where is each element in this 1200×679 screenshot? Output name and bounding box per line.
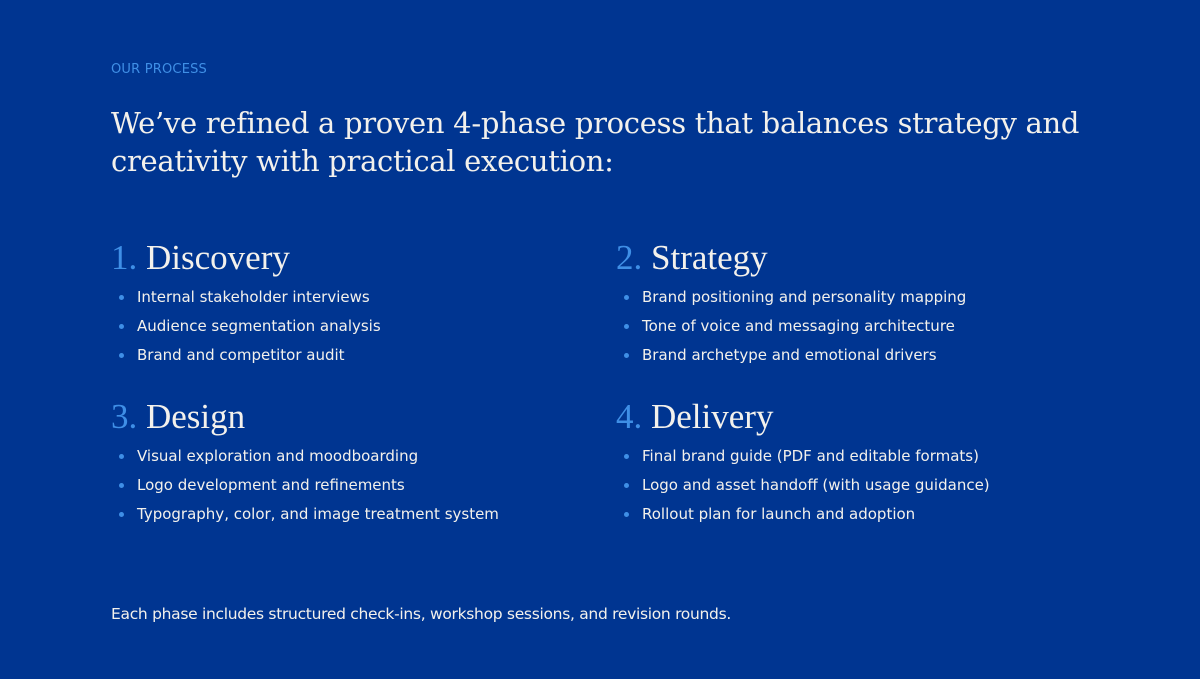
list-item-text: Brand archetype and emotional drivers (642, 346, 937, 364)
list-item-text: Brand positioning and personality mappin… (642, 288, 967, 306)
phase-name: Discovery (146, 238, 290, 277)
phase-number: 3. (111, 397, 138, 436)
bullet-icon (119, 295, 124, 300)
section-eyebrow: OUR PROCESS (111, 62, 208, 77)
phase-title: 4. Delivery (616, 397, 1096, 437)
list-item: Logo and asset handoff (with usage guida… (616, 471, 1096, 500)
bullet-icon (624, 483, 629, 488)
bullet-icon (119, 324, 124, 329)
phase-item-list: Brand positioning and personality mappin… (616, 283, 1096, 370)
list-item-text: Final brand guide (PDF and editable form… (642, 447, 979, 465)
phase-discovery: 1. Discovery Internal stakeholder interv… (111, 238, 591, 370)
phase-item-list: Internal stakeholder interviews Audience… (111, 283, 591, 370)
phase-item-list: Final brand guide (PDF and editable form… (616, 442, 1096, 529)
list-item: Typography, color, and image treatment s… (111, 500, 591, 529)
list-item-text: Audience segmentation analysis (137, 317, 381, 335)
list-item: Rollout plan for launch and adoption (616, 500, 1096, 529)
phase-name: Design (146, 397, 246, 436)
phase-item-list: Visual exploration and moodboarding Logo… (111, 442, 591, 529)
phase-number: 4. (616, 397, 643, 436)
list-item: Brand positioning and personality mappin… (616, 283, 1096, 312)
bullet-icon (119, 454, 124, 459)
list-item-text: Logo development and refinements (137, 476, 405, 494)
phase-delivery: 4. Delivery Final brand guide (PDF and e… (616, 397, 1096, 529)
list-item-text: Typography, color, and image treatment s… (137, 505, 499, 523)
list-item: Brand archetype and emotional drivers (616, 341, 1096, 370)
phase-title: 2. Strategy (616, 238, 1096, 278)
phase-number: 2. (616, 238, 643, 277)
list-item-text: Tone of voice and messaging architecture (642, 317, 955, 335)
list-item: Brand and competitor audit (111, 341, 591, 370)
list-item: Logo development and refinements (111, 471, 591, 500)
footer-note: Each phase includes structured check-ins… (111, 604, 731, 623)
phase-name: Strategy (651, 238, 768, 277)
list-item: Final brand guide (PDF and editable form… (616, 442, 1096, 471)
list-item-text: Internal stakeholder interviews (137, 288, 370, 306)
phase-design: 3. Design Visual exploration and moodboa… (111, 397, 591, 529)
bullet-icon (119, 512, 124, 517)
bullet-icon (624, 353, 629, 358)
list-item-text: Rollout plan for launch and adoption (642, 505, 916, 523)
bullet-icon (624, 454, 629, 459)
list-item-text: Logo and asset handoff (with usage guida… (642, 476, 990, 494)
list-item: Tone of voice and messaging architecture (616, 312, 1096, 341)
page-headline: We’ve refined a proven 4-phase process t… (111, 106, 1080, 178)
list-item-text: Visual exploration and moodboarding (137, 447, 419, 465)
bullet-icon (624, 295, 629, 300)
bullet-icon (119, 483, 124, 488)
bullet-icon (624, 512, 629, 517)
list-item: Internal stakeholder interviews (111, 283, 591, 312)
list-item-text: Brand and competitor audit (137, 346, 345, 364)
bullet-icon (624, 324, 629, 329)
phase-title: 3. Design (111, 397, 591, 437)
phase-name: Delivery (651, 397, 774, 436)
list-item: Visual exploration and moodboarding (111, 442, 591, 471)
phase-strategy: 2. Strategy Brand positioning and person… (616, 238, 1096, 370)
list-item: Audience segmentation analysis (111, 312, 591, 341)
phase-number: 1. (111, 238, 138, 277)
phase-title: 1. Discovery (111, 238, 591, 278)
bullet-icon (119, 353, 124, 358)
